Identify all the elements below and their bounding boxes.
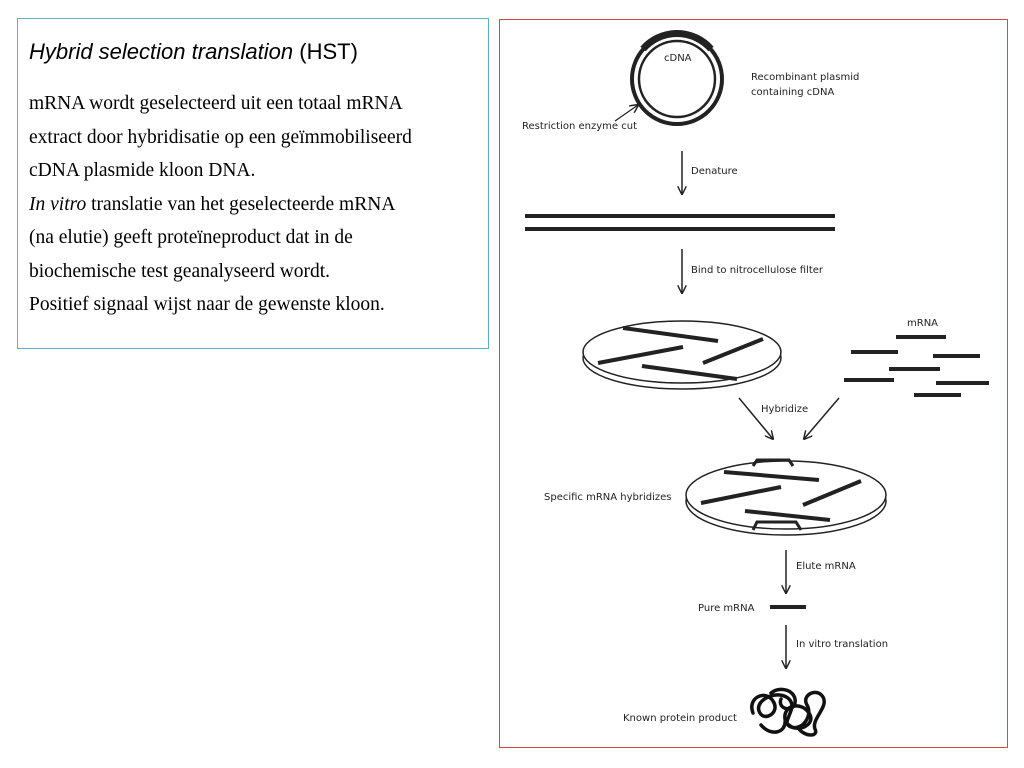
translation-label: In vitro translation [796, 639, 888, 650]
pure-mrna-label: Pure mRNA [698, 603, 755, 614]
denature-label: Denature [691, 166, 738, 177]
hybridized-filter-disc [686, 460, 886, 535]
hybridize-label: Hybridize [761, 404, 808, 415]
plasmid-icon [632, 33, 722, 124]
body-line: (na elutie) geeft proteïneproduct dat in… [29, 221, 478, 255]
body-line: Positief signaal wijst naar de gewenste … [29, 288, 478, 322]
restriction-pointer-arrow [615, 105, 638, 121]
slide-title: Hybrid selection translation (HST) [29, 39, 478, 65]
body-line-text: translatie van het geselecteerde mRNA [91, 194, 395, 215]
body-line: In vitro translatie van het geselecteerd… [29, 188, 478, 222]
plasmid-label-line1: Recombinant plasmid [751, 72, 859, 83]
hybridize-arrow-right [804, 398, 839, 439]
restriction-label: Restriction enzyme cut [522, 121, 637, 132]
mrna-label: mRNA [907, 318, 938, 329]
hst-diagram: cDNA Recombinant plasmid containing cDNA… [500, 20, 1007, 747]
title-italic: Hybrid selection translation [29, 39, 293, 64]
plasmid-label-line2: containing cDNA [751, 87, 834, 98]
mrna-pieces [844, 337, 989, 395]
protein-label: Known protein product [623, 713, 737, 724]
body-line: biochemische test geanalyseerd wordt. [29, 255, 478, 289]
in-vitro-italic: In vitro [29, 194, 86, 215]
body-line: mRNA wordt geselecteerd uit een totaal m… [29, 87, 478, 121]
specific-hybridizes-label: Specific mRNA hybridizes [544, 492, 672, 503]
elute-label: Elute mRNA [796, 561, 856, 572]
protein-squiggle-icon [752, 689, 824, 735]
title-abbreviation: (HST) [299, 39, 358, 64]
text-panel: Hybrid selection translation (HST) mRNA … [17, 18, 489, 349]
bind-label: Bind to nitrocellulose filter [691, 265, 824, 276]
filter-disc [583, 321, 781, 389]
body-line: extract door hybridisatie op een geïmmob… [29, 121, 478, 155]
figure-panel: cDNA Recombinant plasmid containing cDNA… [499, 19, 1008, 748]
slide-body: mRNA wordt geselecteerd uit een totaal m… [29, 87, 478, 322]
cdna-label: cDNA [664, 53, 692, 64]
body-line: cDNA plasmide kloon DNA. [29, 154, 478, 188]
